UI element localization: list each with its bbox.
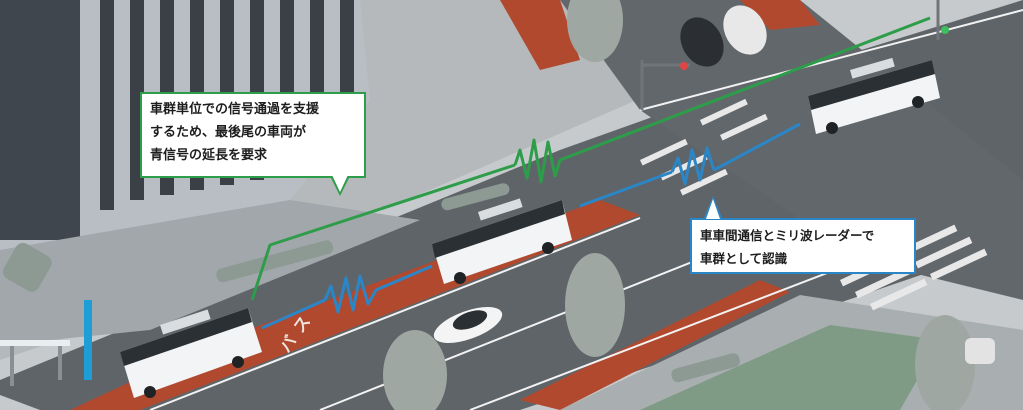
hedges xyxy=(2,183,740,383)
building-base xyxy=(0,200,420,345)
signal-request-line xyxy=(250,16,931,301)
car-right-icon xyxy=(965,338,995,364)
signal-poles xyxy=(640,0,949,110)
bus-lane-right xyxy=(740,0,820,30)
car-white-far-icon xyxy=(723,5,767,55)
bus-lane-far xyxy=(500,0,580,70)
bus-stop-shelter xyxy=(0,300,92,386)
bus-middle-icon xyxy=(432,198,572,284)
platoon-recognition-callout: 車車間通信とミリ波レーダーで 車群として認識 xyxy=(690,218,916,274)
v2v-link-line xyxy=(261,122,801,330)
bus-rear-icon xyxy=(120,308,262,398)
callout-blue-tail-inner xyxy=(706,199,720,219)
signal-extension-callout: 車群単位での信号通過を支援 するため、最後尾の車両が 青信号の延長を要求 xyxy=(140,92,366,178)
green-area xyxy=(640,325,940,410)
tree-icon xyxy=(383,0,975,410)
car-black-icon xyxy=(680,17,724,67)
bus-front-icon xyxy=(808,57,940,134)
car-white-icon xyxy=(433,306,503,344)
callout-green-tail-inner xyxy=(332,175,348,192)
